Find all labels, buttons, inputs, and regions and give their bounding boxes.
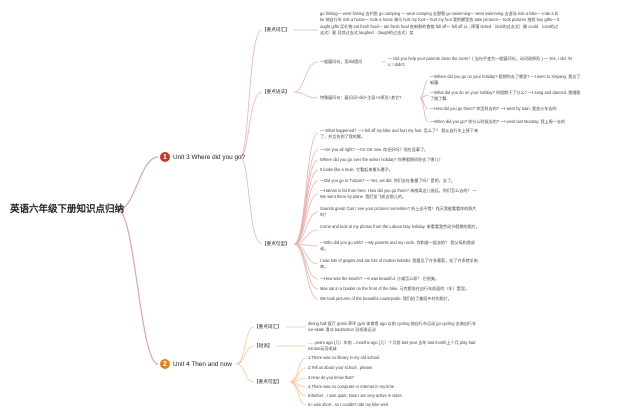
unit2-to-phrase-line (235, 326, 255, 365)
sentences-to-item-line (293, 132, 319, 245)
unit2-connectors (235, 326, 307, 406)
unit2-sentences-tag: 【重点句型】 (254, 379, 282, 384)
sentences-to-item-line (293, 243, 319, 247)
sentences-to-item-line (293, 169, 319, 245)
sentence-item: It looks like a mule. 它看起来像头骡子。 (320, 167, 393, 172)
sentences-to-item-line (293, 193, 319, 245)
u2-sentences-to-item-line (289, 357, 307, 383)
u2-sentence-item: 3.How do you know that? (308, 375, 354, 380)
unit2-number-badge: 2 (160, 359, 170, 369)
sentence-item: —Did you go to Turpan? — Yes, we did. 你们… (320, 178, 456, 183)
sentence-item: —Who did you go with? —My parents and my… (320, 240, 475, 252)
grammar-sub2-item: —When did you go? 你什么时候去的? —I went last … (430, 119, 566, 124)
unit1-phrase-text: go fishing— went fishing 去钓鱼 go camping … (320, 11, 560, 36)
u2-sentence-item: 5.Before , I was quiet. Now I am very ac… (308, 393, 403, 398)
u2-sentence-item: 6.I was short , so I couldn't ride my bi… (308, 402, 389, 407)
sentence-item: We took pictures of the beautiful countr… (320, 296, 452, 301)
root-title: 英语六年级下册知识点归纳 (10, 204, 125, 215)
sub2-to-items-line (419, 97, 429, 110)
grammar-sub2-label: 特殊疑问句：疑问词+did+主语+V原形+其它? (320, 95, 402, 100)
root-to-unit2-line (117, 209, 159, 365)
sentence-item: I saw lots of grapes and ate lots of mut… (320, 258, 478, 270)
unit2-phrase-text: dining hall 饭厅 grass 草坪 gym 体育馆 ago 以前 c… (308, 321, 477, 333)
unit2-node[interactable]: 2 Unit 4 Then and now (160, 359, 232, 369)
sentences-to-item-line (293, 229, 319, 245)
unit2-grammar-tag: 【短语】 (254, 343, 273, 348)
sentences-to-item-line (293, 149, 319, 245)
u2-sentences-to-item-line (289, 367, 307, 383)
sentences-to-item-line (293, 243, 319, 300)
root-to-unit1-line (117, 156, 159, 211)
unit1-number-badge: 1 (160, 152, 170, 162)
unit1-node[interactable]: 1 Unit 3 Where did you go? (160, 152, 245, 162)
u2-sentence-item: 1.There was no library in my old school. (308, 355, 381, 360)
grammar-sub1-label: 一般疑问句，用did提问 (320, 59, 363, 64)
sub2-to-items-line (419, 79, 429, 99)
u2-sentences-to-item-line (289, 377, 307, 383)
grammar-to-sub1-line (293, 61, 319, 93)
u2-sentence-item: 2.Tell us about your school , please. (308, 365, 374, 370)
sentence-item: —Are you all right? —I'm OK now. 你还好吗？现在… (320, 147, 429, 152)
sentences-to-item-line (293, 159, 319, 245)
sub2-to-items-line (419, 97, 429, 123)
grammar-sub1-text: — Did you help your parents clean the ro… (388, 56, 573, 68)
sentences-to-item-line (293, 243, 319, 265)
sentence-item: — What happened？—I fell off my bike and … (320, 128, 479, 140)
sentence-item: Come and look at my photos from the Labo… (320, 224, 480, 229)
sentences-to-item-line (293, 243, 319, 290)
grammar-sub2-item: —How did you go there? 你怎样去的? —I went by… (430, 106, 558, 111)
grammar-sub2-item: —Where did you go on your holiday? 假期你去了… (430, 74, 581, 86)
unit1-to-sentences-line (239, 156, 263, 245)
sentence-item: Where did you go over the winter holiday… (320, 157, 443, 162)
u2-sentences-to-item-line (289, 381, 307, 397)
sentence-item: —How was the beach? —It was beautiful. 沙… (320, 276, 439, 281)
unit2-phrase-tag: 【重点词汇】 (254, 324, 282, 329)
unit1-sentences-tag: 【重点句型】 (262, 241, 290, 246)
root-connectors (117, 156, 159, 365)
sentence-item: —Hainan is far from here. How did you go… (320, 188, 477, 200)
unit1-to-grammar-line (239, 91, 263, 158)
unit1-to-phrase-line (239, 29, 263, 158)
sentence-item: Max sat in a basket on the front of the … (320, 286, 470, 291)
sentences-to-item-line (293, 243, 319, 280)
unit2-label: Unit 4 Then and now (173, 360, 232, 368)
unit1-label: Unit 3 Where did you go? (173, 153, 246, 161)
unit2-to-grammar-line (235, 345, 255, 365)
unit1-grammar-tag: 【重点语法】 (262, 89, 290, 94)
sub2-to-items-line (419, 94, 429, 99)
unit2-grammar-text: ......years ago (几）年前 ...months ago (几）个… (308, 340, 476, 352)
u2-sentences-to-item-line (289, 381, 307, 388)
sentences-to-item-line (293, 180, 319, 245)
u2-sentence-item: 4.There was no computer or Internet in m… (308, 384, 397, 389)
unit2-to-sentences-line (235, 363, 255, 383)
u2-sentences-to-item-line (289, 381, 307, 406)
grammar-to-sub2-line (293, 91, 319, 99)
sentences-to-item-line (293, 211, 319, 245)
grammar-sub2-item: —What did you do on your holiday? 你假期干了什… (430, 90, 581, 102)
unit1-phrase-tag: 【重点词汇】 (262, 27, 290, 32)
sentence-item: Sounds great! Can I see your pictures so… (320, 206, 477, 218)
